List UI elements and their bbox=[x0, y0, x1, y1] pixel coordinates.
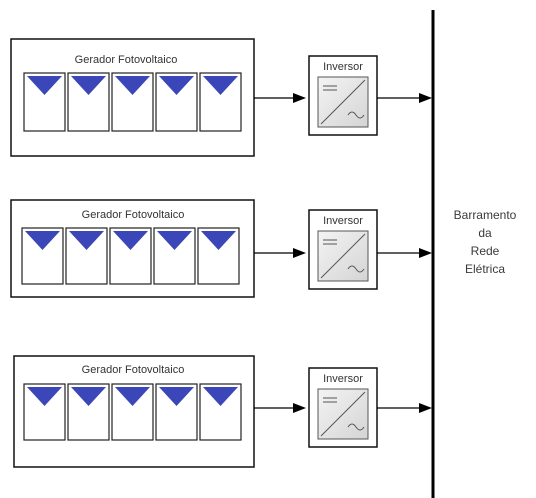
inverter-label: Inversor bbox=[323, 215, 363, 227]
pv-branch-2: Gerador Fotovoltaico Inversor bbox=[10, 199, 432, 298]
inverter-icon bbox=[317, 388, 369, 440]
pv-module bbox=[111, 72, 154, 132]
pv-branch-3: Gerador Fotovoltaico Inversor bbox=[13, 355, 432, 468]
pv-generator-label: Gerador Fotovoltaico bbox=[82, 209, 185, 221]
inverter-icon bbox=[317, 230, 369, 282]
pv-branch-1: Gerador Fotovoltaico Inversor bbox=[10, 38, 432, 157]
pv-module bbox=[155, 383, 198, 441]
bus-label-line: Elétrica bbox=[464, 262, 505, 276]
arrow-head bbox=[293, 93, 306, 103]
bus-label-line: da bbox=[478, 226, 492, 240]
inverter-label: Inversor bbox=[323, 373, 363, 385]
pv-module bbox=[155, 72, 198, 132]
pv-module bbox=[67, 383, 110, 441]
arrow-head bbox=[293, 248, 306, 258]
pv-generator-box bbox=[13, 355, 255, 468]
pv-generator-box bbox=[10, 199, 255, 298]
pv-module bbox=[199, 72, 242, 132]
arrow-head bbox=[419, 93, 432, 103]
pv-module bbox=[23, 72, 66, 132]
pv-module bbox=[23, 383, 66, 441]
inverter-label: Inversor bbox=[323, 61, 363, 73]
pv-module bbox=[67, 72, 110, 132]
pv-generator-label: Gerador Fotovoltaico bbox=[75, 54, 178, 66]
bus-label-line: Barramento bbox=[453, 208, 517, 222]
pv-module bbox=[111, 383, 154, 441]
pv-module bbox=[65, 227, 108, 285]
pv-module bbox=[197, 227, 240, 285]
pv-module bbox=[21, 227, 64, 285]
grid-bus-label: Barramento da Rede Elétrica bbox=[430, 206, 536, 278]
arrow-head bbox=[293, 403, 306, 413]
pv-module bbox=[199, 383, 242, 441]
pv-module bbox=[109, 227, 152, 285]
arrow-head bbox=[419, 403, 432, 413]
bus-label-line: Rede bbox=[470, 244, 500, 258]
arrow-head bbox=[419, 248, 432, 258]
pv-module bbox=[153, 227, 196, 285]
pv-generator-label: Gerador Fotovoltaico bbox=[82, 364, 185, 376]
inverter-icon bbox=[317, 76, 369, 128]
